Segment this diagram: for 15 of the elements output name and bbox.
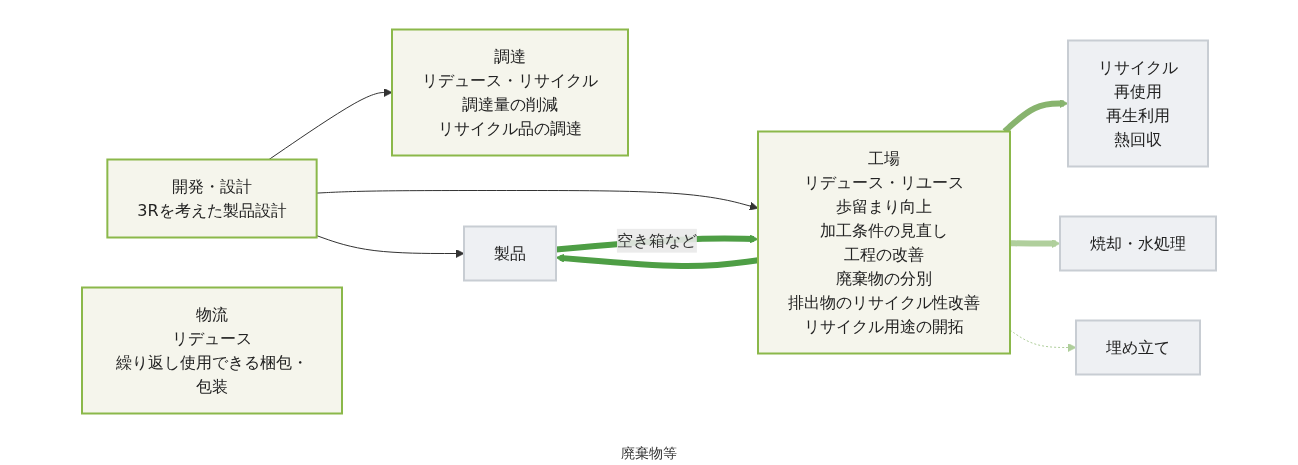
node-box: 物流 リデュース 繰り返し使用できる梱包・包装 [81,286,343,415]
node-box: 開発・設計 3Rを考えた製品設計 [106,158,318,239]
arrow [316,190,759,211]
edge-label: 空き箱など [616,230,697,250]
arrow [1002,99,1069,134]
node-box: 焼却・水処理 [1059,215,1217,272]
arrow [316,235,465,258]
flow-note: 廃棄物等 [621,445,677,461]
node-box: リサイクル 再使用 再生利用 熱回収 [1067,39,1209,168]
node-box: 製品 [463,225,557,282]
node-box: 調達 リデュース・リサイクル 調達量の削減 リサイクル品の調達 [391,28,629,157]
arrow [1009,239,1061,248]
node-box: 埋め立て [1075,319,1201,376]
arrow [268,88,393,160]
node-box: 工場 リデュース・リユース 歩留まり向上 加工条件の見直し 工程の改善 廃棄物の分別 排出物のリサイクル性改善 リサイクル用途の開拓 [757,130,1011,355]
